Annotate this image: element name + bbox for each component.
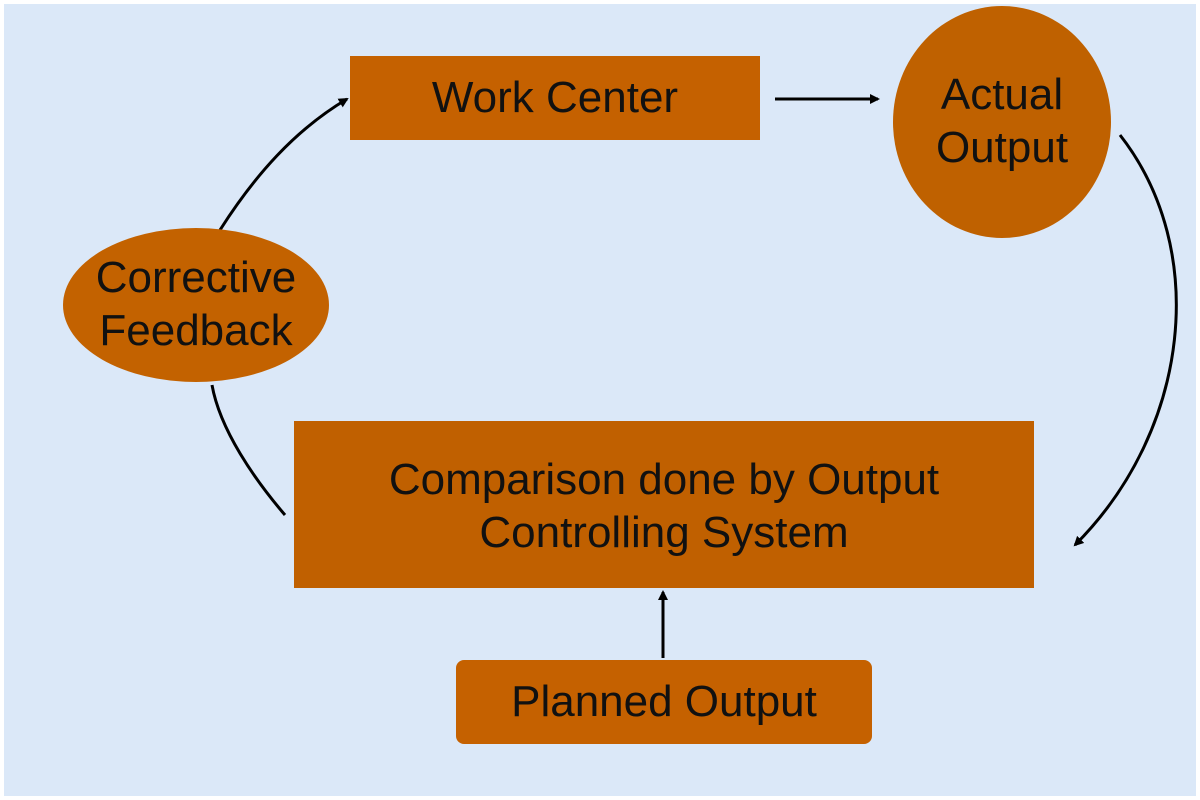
actual-output-node: Actual Output xyxy=(893,6,1111,238)
planned-output-label: Planned Output xyxy=(511,676,817,726)
comparison-label-line2: Controlling System xyxy=(479,507,849,557)
comparison-label-line1: Comparison done by Output xyxy=(388,454,940,504)
actual-output-label-line2: Output xyxy=(935,123,1069,172)
corrective-feedback-label-line2: Feedback xyxy=(99,306,293,355)
work-center-node: Work Center xyxy=(350,56,760,140)
corrective-feedback-label-line1: Corrective xyxy=(95,253,297,303)
actual-output-label-line1: Actual xyxy=(940,70,1064,120)
planned-output-node: Planned Output xyxy=(456,660,872,744)
corrective-feedback-node: Corrective Feedback xyxy=(63,228,329,382)
comparison-node: Comparison done by Output Controlling Sy… xyxy=(294,421,1034,588)
work-center-label: Work Center xyxy=(431,72,679,122)
